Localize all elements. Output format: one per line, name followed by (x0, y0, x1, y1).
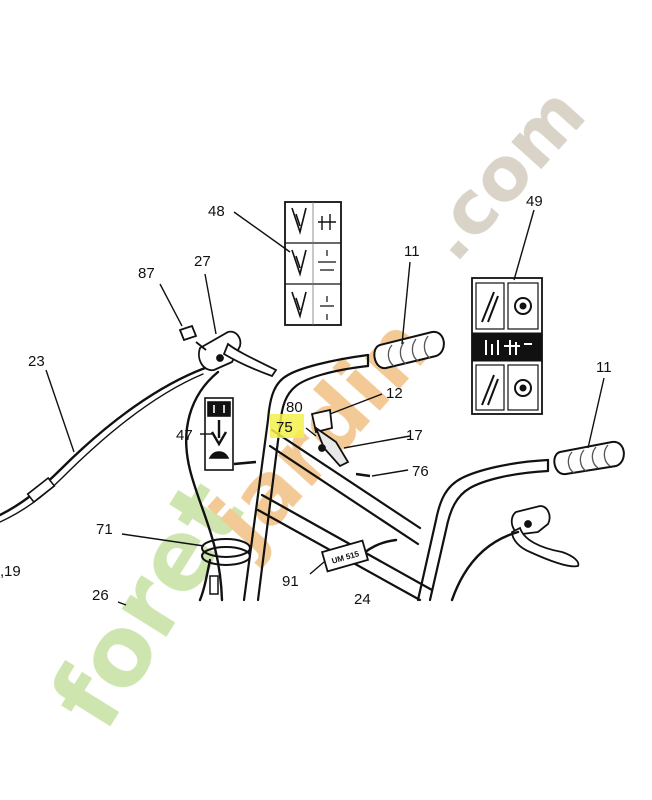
callout-23: 23 (28, 353, 45, 370)
callout-75: 75 (276, 419, 293, 436)
cable-clamp-71 (201, 538, 251, 595)
callout-11-right: 11 (596, 359, 612, 376)
callout-19: 19 (4, 563, 21, 580)
callout-80: 80 (286, 399, 303, 416)
handlebar-frame (242, 353, 550, 602)
callout-12: 12 (386, 385, 403, 402)
callout-48: 48 (208, 203, 225, 220)
callout-49: 49 (526, 193, 543, 210)
callout-27: 27 (194, 253, 211, 270)
lever-assembly (310, 408, 371, 478)
callout-71: 71 (96, 521, 113, 538)
callout-numbers: 48 49 11 11 87 27 23 12 80 75 17 76 47 7… (4, 193, 612, 608)
callout-91: 91 (282, 573, 299, 590)
id-plate-91: UM 515 (320, 539, 370, 573)
control-lever-left (178, 324, 278, 378)
control-lever-right (510, 505, 580, 568)
callout-11-left: 11 (404, 243, 420, 260)
callout-26: 26 (92, 587, 109, 604)
callout-47: 47 (176, 427, 193, 444)
callout-highlight (270, 414, 304, 438)
label-panel-48 (284, 201, 342, 326)
grip-left (373, 330, 445, 370)
callout-17: 17 (406, 427, 423, 444)
label-panel-49 (471, 277, 543, 415)
callout-24: 24 (354, 591, 371, 608)
callout-19-prefix: , (0, 563, 4, 580)
leader-lines (45, 209, 605, 606)
callout-76: 76 (412, 463, 429, 480)
callout-87: 87 (138, 265, 155, 282)
grip-right (553, 440, 625, 476)
watermark-text-com: .com (404, 71, 602, 277)
